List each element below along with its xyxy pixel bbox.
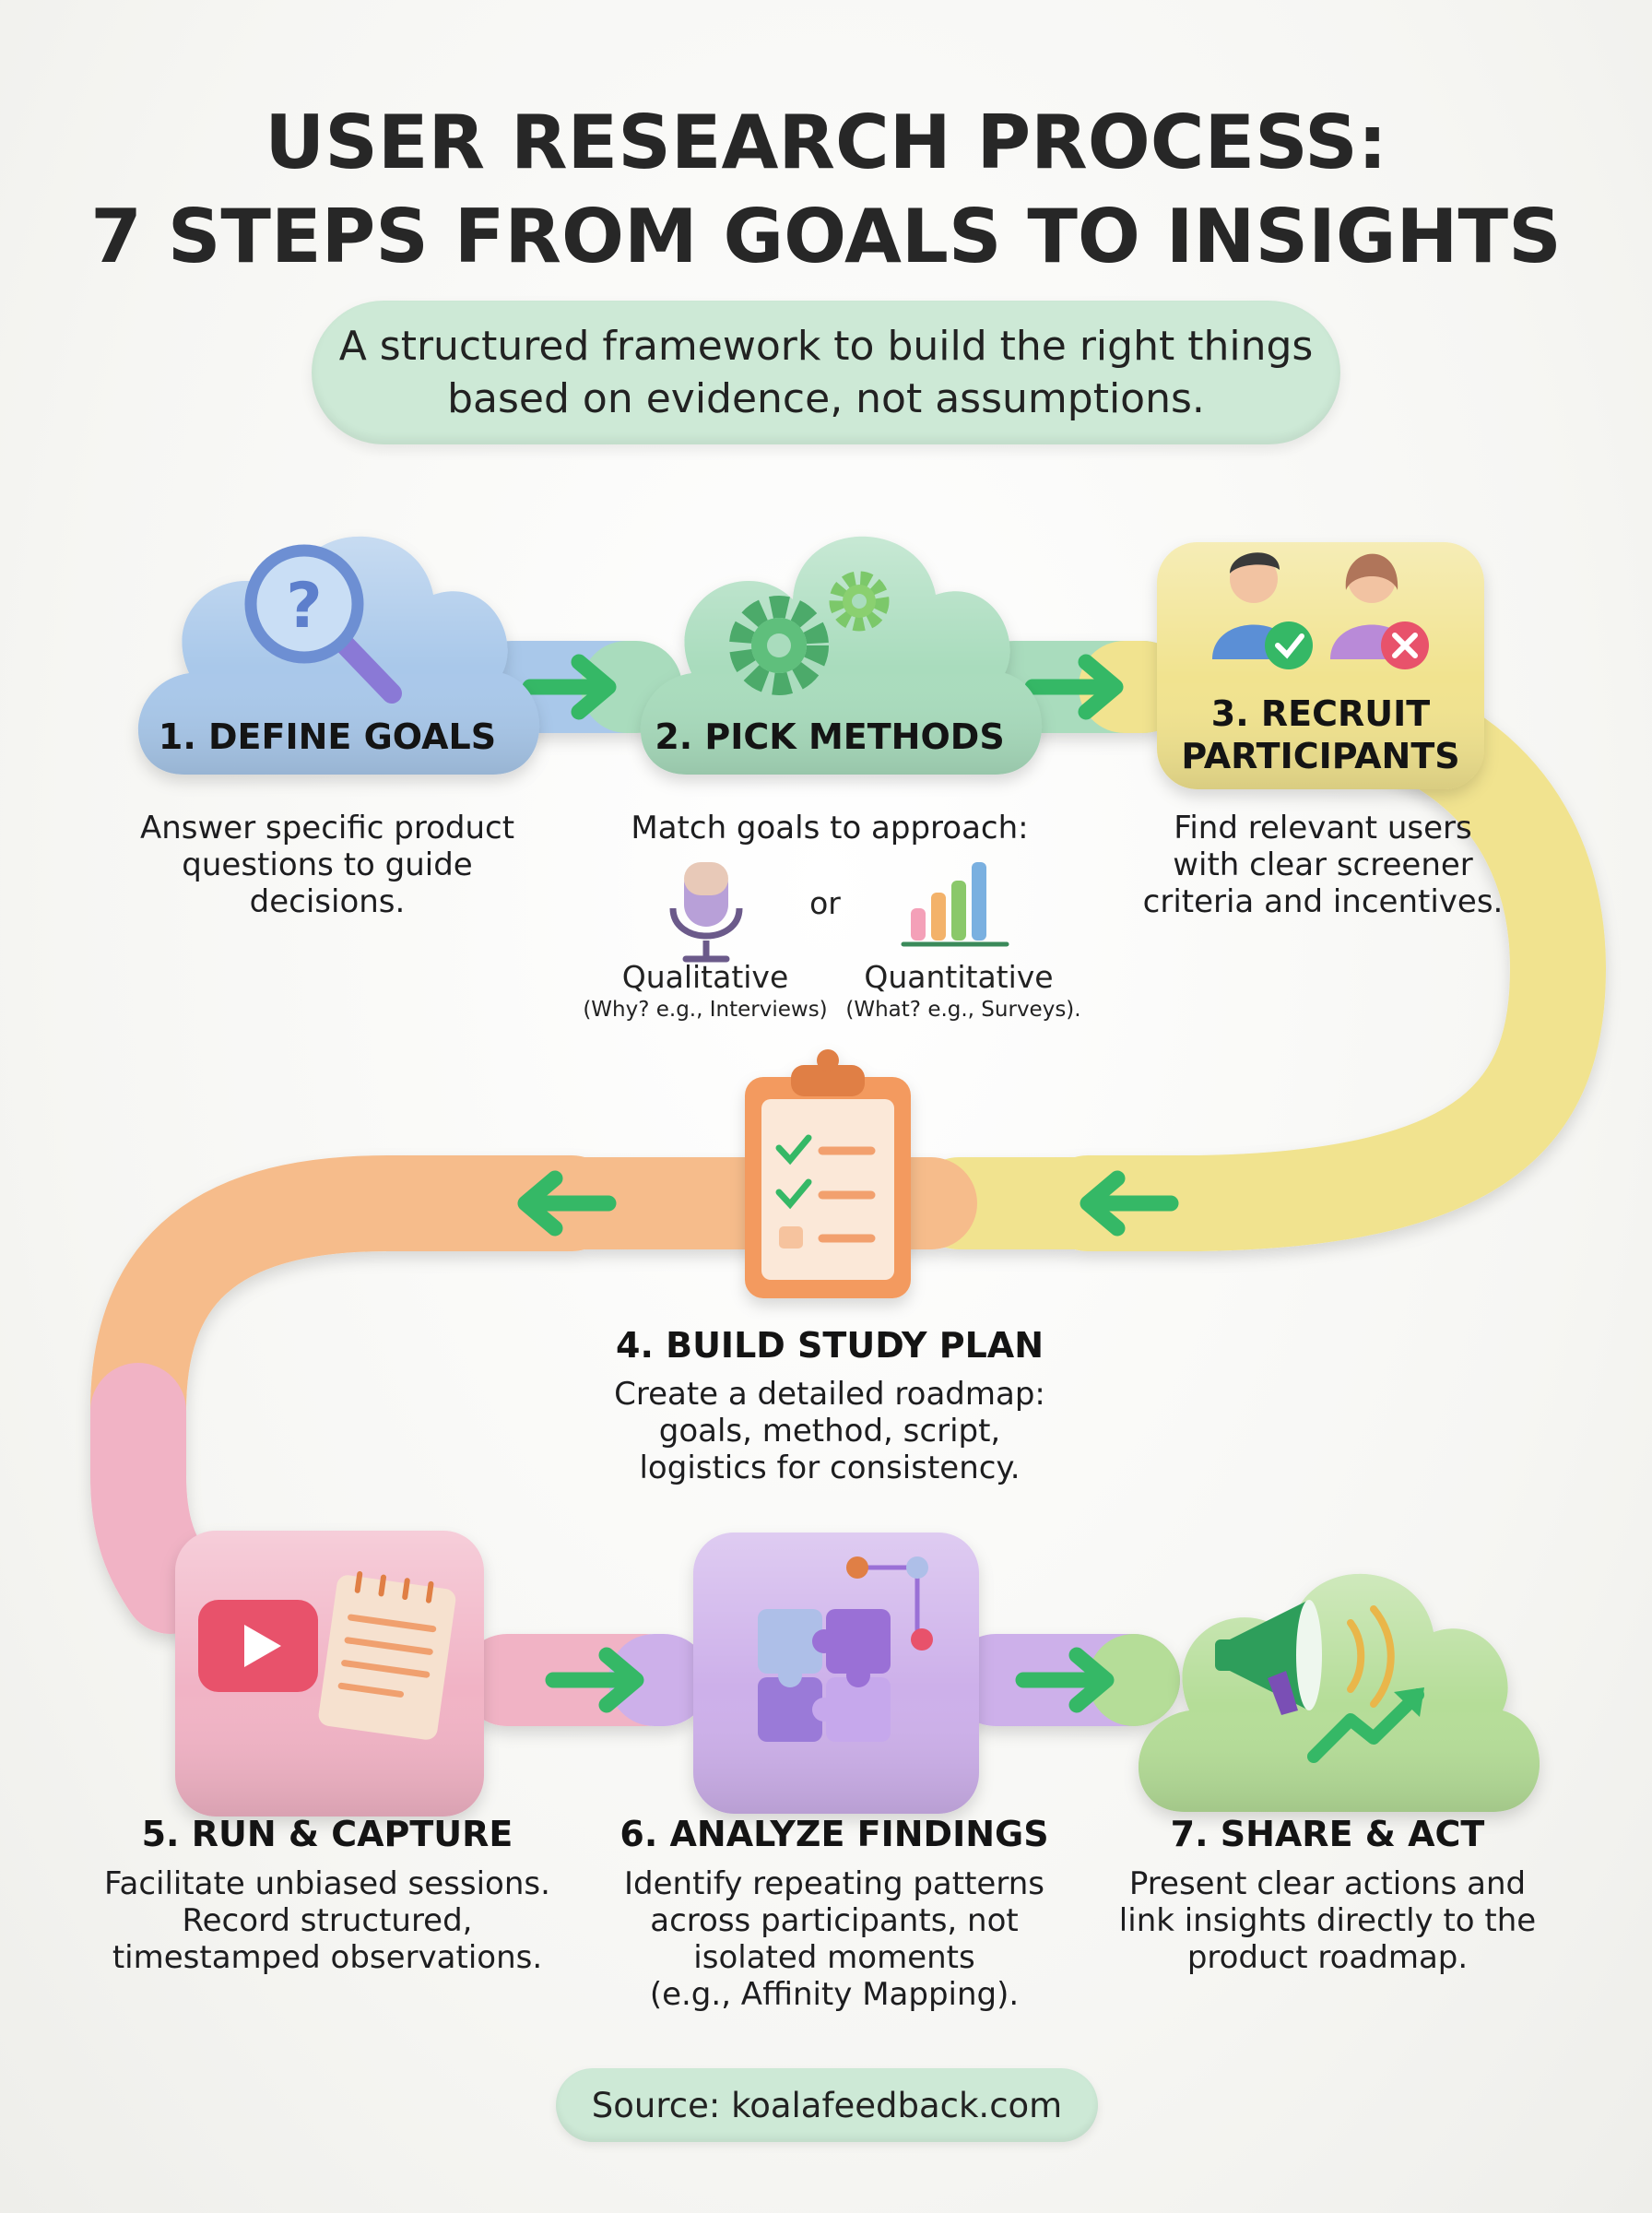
arrow-right-1 [522,654,617,720]
megaphone-trend-icon [1215,1600,1424,1763]
source-pill: Source: koalafeedback.com [556,2068,1098,2142]
step-3-label: 3. RECRUIT PARTICIPANTS [1157,692,1484,777]
step-7-cloud [1138,1573,1540,1812]
option-qualitative-name: Qualitative [621,959,789,995]
step-2-label: 2. PICK METHODS [655,716,1005,757]
step-3-desc-line: with clear screener [1173,846,1473,883]
title-line-1: USER RESEARCH PROCESS: [265,100,1387,185]
step-6-desc-line: (e.g., Affinity Mapping). [649,1976,1020,2013]
step-6-desc-line: Identify repeating patterns [624,1865,1044,1902]
subtitle-line-1: A structured framework to build the righ… [338,323,1314,370]
step-7-desc-line: product roadmap. [1186,1939,1469,1976]
step-4-desc-line: Create a detailed roadmap: [614,1376,1045,1413]
step-1-desc-line: questions to guide [182,846,473,883]
arrow-left-3 [1080,1170,1179,1237]
step-3-label-line: PARTICIPANTS [1181,736,1460,776]
step-1-cloud [137,536,540,775]
subtitle-line-2: based on evidence, not assumptions. [447,375,1205,422]
arrow-right-2 [1024,654,1124,720]
arrow-right-5 [545,1647,644,1713]
step-1-desc-line: decisions. [249,883,406,920]
gears-icon [729,571,890,695]
step-7-desc-line: Present clear actions and [1128,1865,1527,1902]
arrow-right-6 [1015,1647,1115,1713]
step-3-description: Find relevant users with clear screener … [1115,810,1530,920]
svg-text:?: ? [286,570,322,643]
step-1-description: Answer specific product questions to gui… [111,810,544,920]
clipboard-checklist-icon [745,1049,911,1298]
step-4-description: Create a detailed roadmap: goals, method… [581,1376,1079,1486]
step-3-label-line: 3. RECRUIT [1210,693,1431,734]
step-7-description: Present clear actions and link insights … [1097,1865,1558,1976]
bar-chart-icon [901,862,1009,947]
step-2-description: Match goals to approach: [631,810,1029,846]
step-6-description: Identify repeating patterns across parti… [581,1865,1088,2013]
video-notepad-icon [198,1570,456,1740]
step-4-desc-line: logistics for consistency. [639,1450,1021,1486]
title-line-2: 7 STEPS FROM GOALS TO INSIGHTS [90,194,1562,279]
option-or: or [809,885,841,921]
option-qualitative-note: (Why? e.g., Interviews) [583,998,828,1022]
arrow-left-4 [517,1170,617,1237]
step-6-desc-line: isolated moments [693,1939,975,1976]
step-5-desc-line: timestamped observations. [112,1939,543,1976]
puzzle-icon [758,1556,933,1742]
subtitle-pill: A structured framework to build the righ… [312,301,1340,444]
step-3-card [1157,542,1484,789]
step-3-desc-line: criteria and incentives. [1142,883,1504,920]
step-7-label: 7. SHARE & ACT [1170,1814,1485,1854]
step-6-label: 6. ANALYZE FINDINGS [620,1814,1049,1854]
step-1-desc-line: Answer specific product [139,810,515,846]
step-5-label: 5. RUN & CAPTURE [141,1814,513,1854]
microphone-icon [669,862,743,963]
step-6-desc-line: across participants, not [650,1902,1019,1939]
step-5-description: Facilitate unbiased sessions. Record str… [83,1865,572,1976]
step-4-label: 4. BUILD STUDY PLAN [616,1325,1044,1366]
step-5-desc-line: Facilitate unbiased sessions. [104,1865,550,1902]
participants-check-cross-icon [1212,552,1429,669]
step-2-cloud [640,536,1043,775]
step-1-label: 1. DEFINE GOALS [158,716,497,757]
step-3-desc-line: Find relevant users [1174,810,1472,846]
step-4-desc-line: goals, method, script, [658,1413,1001,1450]
magnifier-question-icon: ? [244,544,402,704]
option-quantitative-note: (What? e.g., Surveys). [845,998,1081,1022]
step-5-desc-line: Record structured, [182,1902,473,1939]
connector-path [90,641,1607,1726]
step-7-desc-line: link insights directly to the [1118,1902,1537,1939]
option-quantitative-name: Quantitative [864,959,1054,995]
